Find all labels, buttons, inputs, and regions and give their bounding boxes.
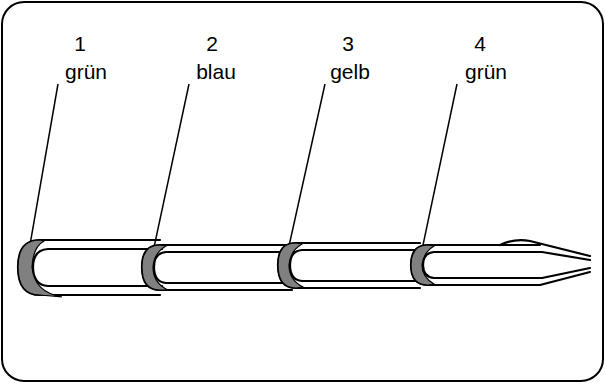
callout-number: 2 [206, 32, 218, 56]
callout-number: 1 [74, 32, 86, 56]
color-name: gelb [330, 60, 370, 84]
color-name: grün [465, 60, 507, 84]
loop-chain [18, 240, 590, 295]
color-name: blau [196, 60, 236, 84]
callout-number: 3 [342, 32, 354, 56]
color-name: grün [65, 60, 107, 84]
leader-lines [27, 84, 457, 266]
callout-number: 4 [474, 32, 486, 56]
colored-crescents [18, 240, 434, 297]
